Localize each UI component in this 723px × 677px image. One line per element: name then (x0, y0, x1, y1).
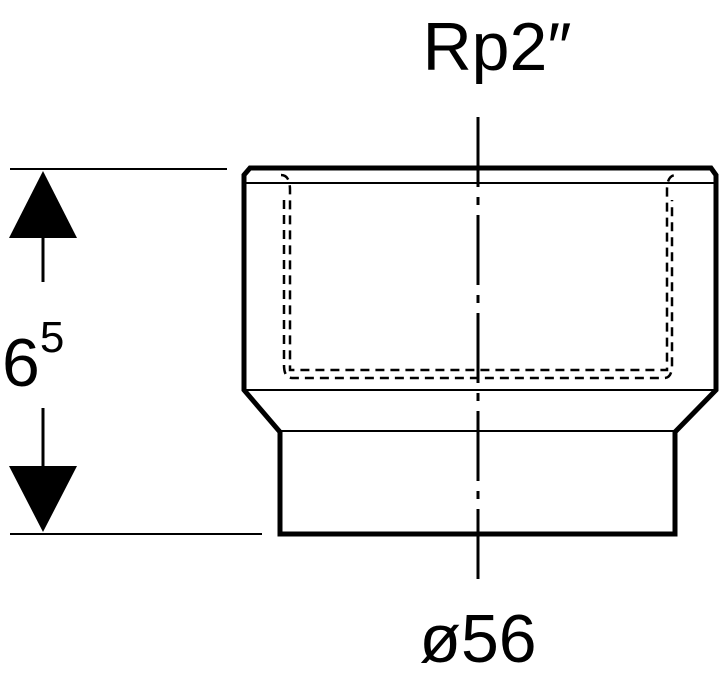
fitting-outline (241, 165, 719, 537)
hidden-thread-outer (280, 173, 677, 372)
height-label: 65 (2, 313, 64, 401)
arrow-up-icon (9, 171, 77, 238)
thread-size-label: Rp2″ (423, 9, 572, 85)
height-label-exponent: 5 (40, 313, 64, 362)
height-label-base: 6 (2, 325, 40, 401)
diameter-label: ø56 (419, 601, 536, 677)
arrow-down-icon (9, 466, 77, 532)
